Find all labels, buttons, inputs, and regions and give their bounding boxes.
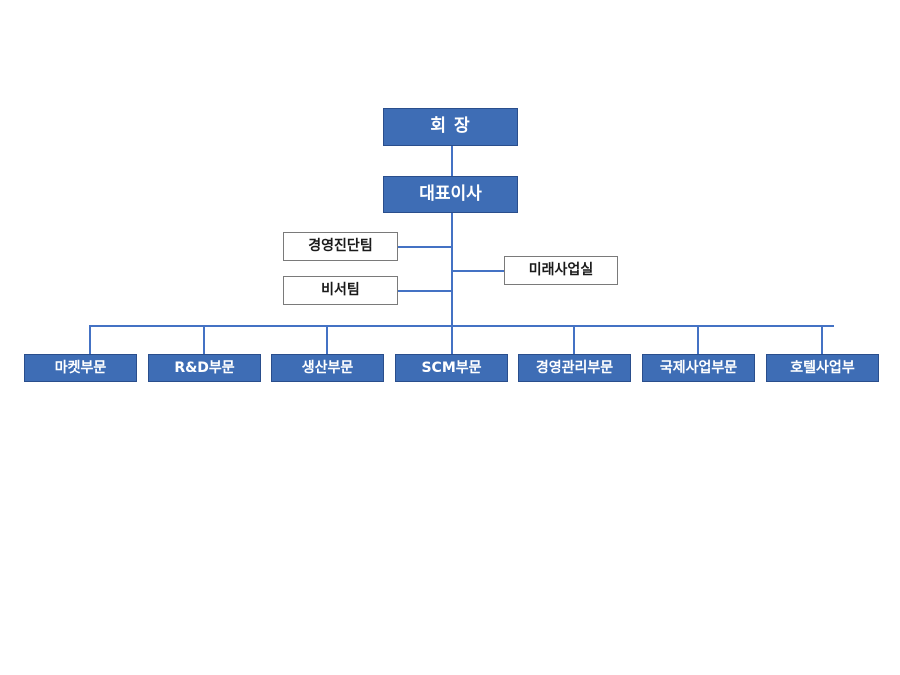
- node-management-diagnosis-team[interactable]: 경영진단팀: [283, 232, 398, 261]
- connector-drop-management-admin-division: [573, 325, 575, 354]
- node-ceo-label: 대표이사: [419, 183, 482, 204]
- node-management-admin-division[interactable]: 경영관리부문: [518, 354, 631, 382]
- node-hotel-business-division-label: 호텔사업부: [790, 359, 855, 376]
- node-management-diagnosis-team-label: 경영진단팀: [308, 238, 373, 255]
- node-production-division-label: 생산부문: [301, 359, 354, 376]
- node-chairman-label: 회 장: [430, 116, 471, 137]
- node-future-business-office-label: 미래사업실: [528, 262, 594, 279]
- node-international-business-division[interactable]: 국제사업부문: [642, 354, 755, 382]
- node-management-admin-division-label: 경영관리부문: [535, 359, 614, 376]
- connector-drop-scm-division: [451, 325, 453, 354]
- connector-spine-to-management-diagnosis-team: [398, 246, 452, 248]
- node-hotel-business-division[interactable]: 호텔사업부: [766, 354, 879, 382]
- node-market-division[interactable]: 마켓부문: [24, 354, 137, 382]
- connector-drop-market-division: [89, 325, 91, 354]
- connector-drop-production-division: [326, 325, 328, 354]
- connector-division-bus: [90, 325, 834, 327]
- connector-ceo-spine: [451, 212, 453, 326]
- connector-spine-to-future-business-office: [451, 270, 504, 272]
- connector-drop-international-business-division: [697, 325, 699, 354]
- node-ceo[interactable]: 대표이사: [383, 176, 518, 213]
- node-market-division-label: 마켓부문: [54, 359, 107, 376]
- node-rnd-division[interactable]: R&D부문: [148, 354, 261, 382]
- node-international-business-division-label: 국제사업부문: [659, 359, 738, 376]
- connector-drop-hotel-business-division: [821, 325, 823, 354]
- connector-spine-to-secretary-team: [398, 290, 452, 292]
- node-production-division[interactable]: 생산부문: [271, 354, 384, 382]
- connector-chairman-to-ceo: [451, 146, 453, 176]
- node-secretary-team-label: 비서팀: [321, 282, 360, 299]
- node-future-business-office[interactable]: 미래사업실: [504, 256, 618, 285]
- connector-drop-rnd-division: [203, 325, 205, 354]
- node-chairman[interactable]: 회 장: [383, 108, 518, 146]
- node-scm-division[interactable]: SCM부문: [395, 354, 508, 382]
- node-rnd-division-label: R&D부문: [174, 359, 235, 376]
- node-scm-division-label: SCM부문: [421, 359, 482, 376]
- node-secretary-team[interactable]: 비서팀: [283, 276, 398, 305]
